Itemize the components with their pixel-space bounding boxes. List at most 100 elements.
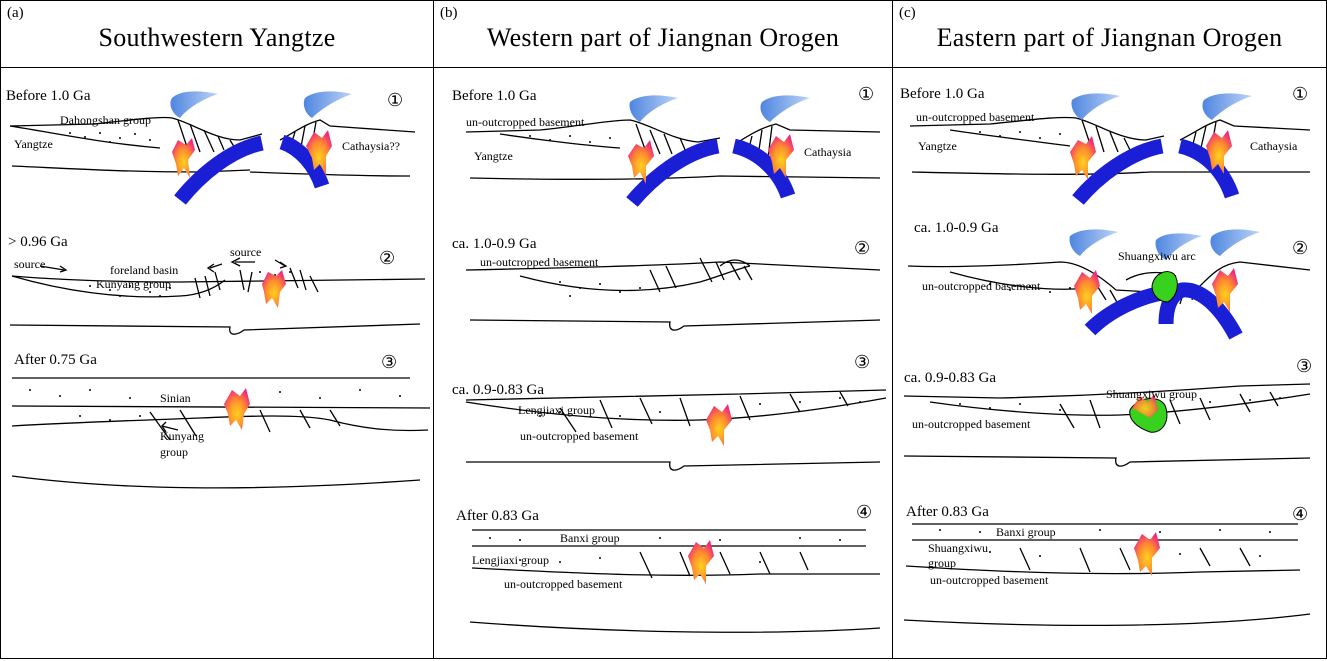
panel-tag: (a)	[7, 5, 24, 21]
panel-b-stage-3	[465, 389, 887, 471]
stage-time-label: Before 1.0 Ga	[900, 86, 985, 102]
volcano-plume	[1210, 229, 1260, 256]
magma-body	[172, 138, 195, 178]
unit-label: un-outcropped basement	[930, 573, 1049, 587]
magma-body	[262, 270, 286, 308]
unit-label: group	[928, 556, 956, 570]
panel-b-stage-2-sediment	[559, 281, 641, 297]
stage-number: ①	[1292, 84, 1308, 104]
panel-c-stage-1-sediment	[979, 131, 1061, 139]
stage-time-label: Before 1.0 Ga	[6, 88, 91, 104]
magma-body	[1074, 270, 1100, 314]
magma-body	[224, 388, 250, 430]
stage-time-label: After 0.83 Ga	[456, 508, 539, 524]
stage-time-label: ca. 1.0-0.9 Ga	[452, 236, 537, 252]
unit-label: Lengjiaxi group	[518, 403, 595, 417]
magma-body	[706, 404, 732, 446]
unit-label: Shuangxiwu arc	[1118, 249, 1196, 263]
panel-b-stage-3-sediment	[519, 397, 861, 417]
panel-title: Eastern part of Jiangnan Orogen	[936, 23, 1283, 52]
stage-number: ②	[379, 248, 395, 268]
unit-label: foreland basin	[110, 263, 178, 277]
magma-body	[1070, 136, 1096, 180]
unit-label: Sinian	[160, 391, 191, 405]
unit-label: Banxi group	[560, 531, 620, 545]
panel-b-stage-2	[465, 257, 881, 331]
unit-label: Kunyang	[160, 429, 204, 443]
panel-a-stage-1	[9, 116, 416, 205]
title-divider	[893, 67, 1326, 68]
stage-number: ③	[1296, 356, 1312, 376]
unit-label: un-outcropped basement	[466, 115, 585, 129]
panel-a-stage-2	[9, 257, 426, 335]
magma-body	[628, 140, 654, 184]
unit-label: un-outcropped basement	[480, 255, 599, 269]
unit-label: Cathaysia	[1250, 139, 1298, 153]
panel-c-stage-4-sediment	[939, 529, 1271, 557]
unit-label: Dahongshan group	[60, 113, 151, 127]
stage-number: ③	[381, 352, 397, 372]
panel-c-stage-2	[907, 261, 1311, 340]
volcano-plume	[629, 95, 678, 122]
unit-label: Lengjiaxi group	[472, 553, 549, 567]
panel-b-stage-1	[465, 119, 881, 207]
volcano-plume	[170, 91, 218, 118]
panel-a-stage-3	[11, 377, 431, 489]
unit-label: Cathaysia	[804, 145, 852, 159]
unit-label: un-outcropped basement	[916, 110, 1035, 124]
title-divider	[1, 67, 433, 68]
unit-label: Shuangxiwu	[928, 541, 988, 555]
unit-label: un-outcropped basement	[504, 577, 623, 591]
volcano-plume	[1155, 233, 1202, 260]
arc-body	[1151, 271, 1178, 303]
stage-number: ②	[854, 238, 870, 258]
unit-label: source	[14, 257, 45, 271]
panel-c-stage-3-sediment	[959, 397, 1281, 411]
stage-time-label: After 0.75 Ga	[14, 352, 97, 368]
unit-label: Cathaysia??	[342, 139, 400, 153]
volcano-plume	[303, 91, 352, 118]
panel-a-stage-3-sediment	[29, 389, 401, 421]
stage-number: ④	[856, 502, 872, 522]
unit-label: un-outcropped basement	[520, 429, 639, 443]
unit-label: Banxi group	[996, 525, 1056, 539]
unit-label: un-outcropped basement	[912, 417, 1031, 431]
stage-number: ③	[854, 352, 870, 372]
panel-b-stage-4-sediment	[489, 537, 841, 563]
unit-label: group	[160, 445, 188, 459]
unit-label: Kunyang group	[96, 277, 171, 291]
panel-tag: (c)	[899, 5, 916, 21]
panel-b-stage-4	[469, 529, 881, 633]
panel-title: Southwestern Yangtze	[98, 23, 336, 52]
unit-label: source	[230, 245, 261, 259]
stage-time-label: ca. 0.9-0.83 Ga	[452, 382, 544, 398]
panel-c-stage-4	[903, 523, 1311, 627]
panel-a-stage-2-sediment	[89, 271, 291, 297]
panel-a-stage-1-sediment	[69, 132, 151, 143]
magma-body	[1212, 268, 1238, 312]
title-divider	[434, 67, 892, 68]
stage-time-label: ca. 0.9-0.83 Ga	[904, 370, 996, 386]
magma-body	[768, 134, 794, 178]
magma-body	[688, 540, 714, 584]
panel-c-stage-2-sediment	[989, 283, 1071, 293]
unit-label: Yangtze	[474, 149, 513, 163]
unit-label: Shuangxiwu group	[1106, 387, 1197, 401]
stage-time-label: After 0.83 Ga	[906, 504, 989, 520]
volcano-plume	[1202, 93, 1252, 120]
unit-label: un-outcropped basement	[922, 279, 1041, 293]
stage-number: ④	[1292, 504, 1308, 524]
panel-western-jiangnan: (b) Western part of Jiangnan Orogen	[433, 0, 893, 659]
magma-body	[1134, 532, 1160, 576]
volcano-plume	[1071, 93, 1120, 120]
unit-label: Yangtze	[14, 137, 53, 151]
panel-tag: (b)	[440, 5, 458, 21]
stage-number: ②	[1292, 238, 1308, 258]
stage-time-label: > 0.96 Ga	[8, 234, 68, 250]
magma-body	[1206, 130, 1232, 174]
stage-time-label: ca. 1.0-0.9 Ga	[914, 220, 999, 236]
stage-time-label: Before 1.0 Ga	[452, 88, 537, 104]
volcano-plume	[760, 95, 810, 122]
